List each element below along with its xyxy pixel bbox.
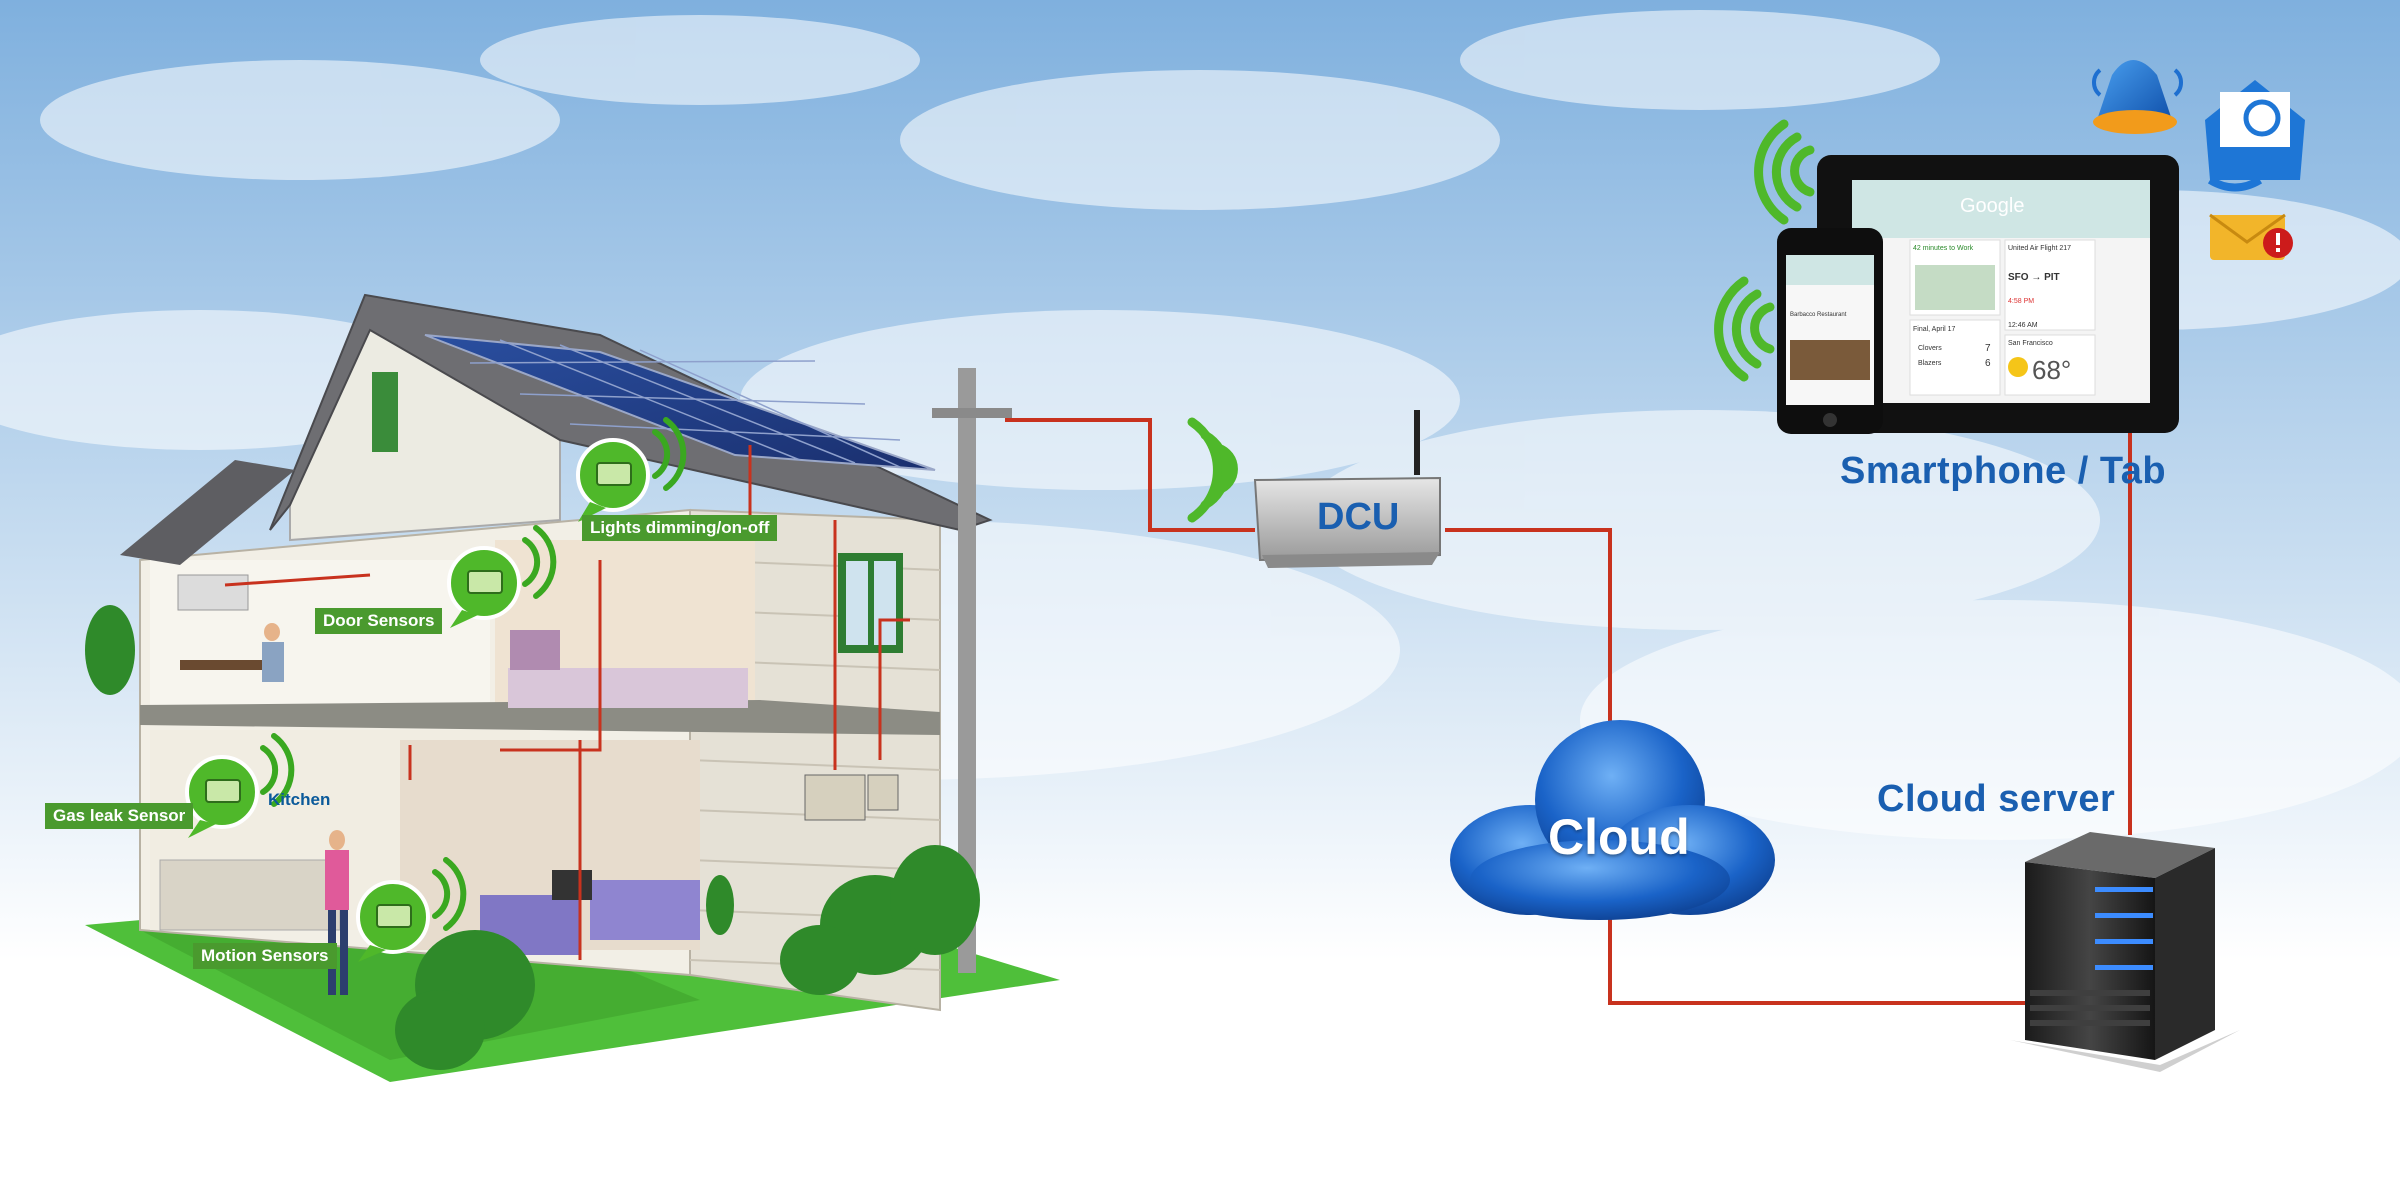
tablet-team1-text: Clovers [1918,345,1942,352]
sensor-door [447,546,521,628]
tablet-commute-text: 42 minutes to Work [1913,245,1974,252]
garden-bushes [85,605,980,1070]
bell-icon [2092,60,2183,134]
tablet-city-text: San Francisco [2008,340,2053,347]
cloud-server [2010,832,2240,1072]
tablet-restaurant-text: Barbacco Restaurant [1790,312,1847,318]
tablet-team2-text: Blazers [1918,360,1942,367]
mail-alert-icon [2209,213,2293,260]
phone-wifi-icon [1714,276,1775,382]
dcu-label: DCU [1317,496,1400,538]
tablet-route-text: SFO → PIT [2008,272,2060,283]
cloud-shape [1450,720,1775,920]
smartphone-tab-label: Smartphone / Tab [1840,450,2167,492]
label-door-sensors: Door Sensors [315,608,443,634]
tablet-arrive-text: 12:46 AM [2008,322,2038,329]
label-motion-sensors: Motion Sensors [193,943,337,969]
tablet-final-text: Final, April 17 [1913,326,1956,333]
tablet-score1-text: 7 [1985,343,1991,354]
utility-pole [958,368,976,973]
tablet-temp-text: 68° [2032,355,2072,385]
email-at-icon [2205,80,2305,192]
tablet-wifi-icon [1754,119,1815,225]
network-wires [1005,418,2132,1005]
smartphone-device [1777,228,1883,434]
sensor-lights [576,438,650,522]
dcu-wifi-icon [1187,417,1238,523]
sensor-gas [185,755,259,838]
cloud-label: Cloud [1548,809,1690,865]
tablet-google-text: Google [1960,195,2025,217]
label-gas-leak-sensor: Gas leak Sensor [45,803,194,829]
label-kitchen: Kitchen [268,790,331,809]
dcu-device [1253,410,1441,568]
cloud-server-label: Cloud server [1877,778,2116,820]
label-lights-dimming: Lights dimming/on-off [582,515,778,541]
tablet-score2-text: 6 [1985,358,1991,369]
tablet-device [1817,155,2179,433]
tablet-depart-text: 4:58 PM [2008,298,2035,305]
tablet-flight-text: United Air Flight 217 [2008,245,2072,252]
sensor-motion [356,880,430,962]
